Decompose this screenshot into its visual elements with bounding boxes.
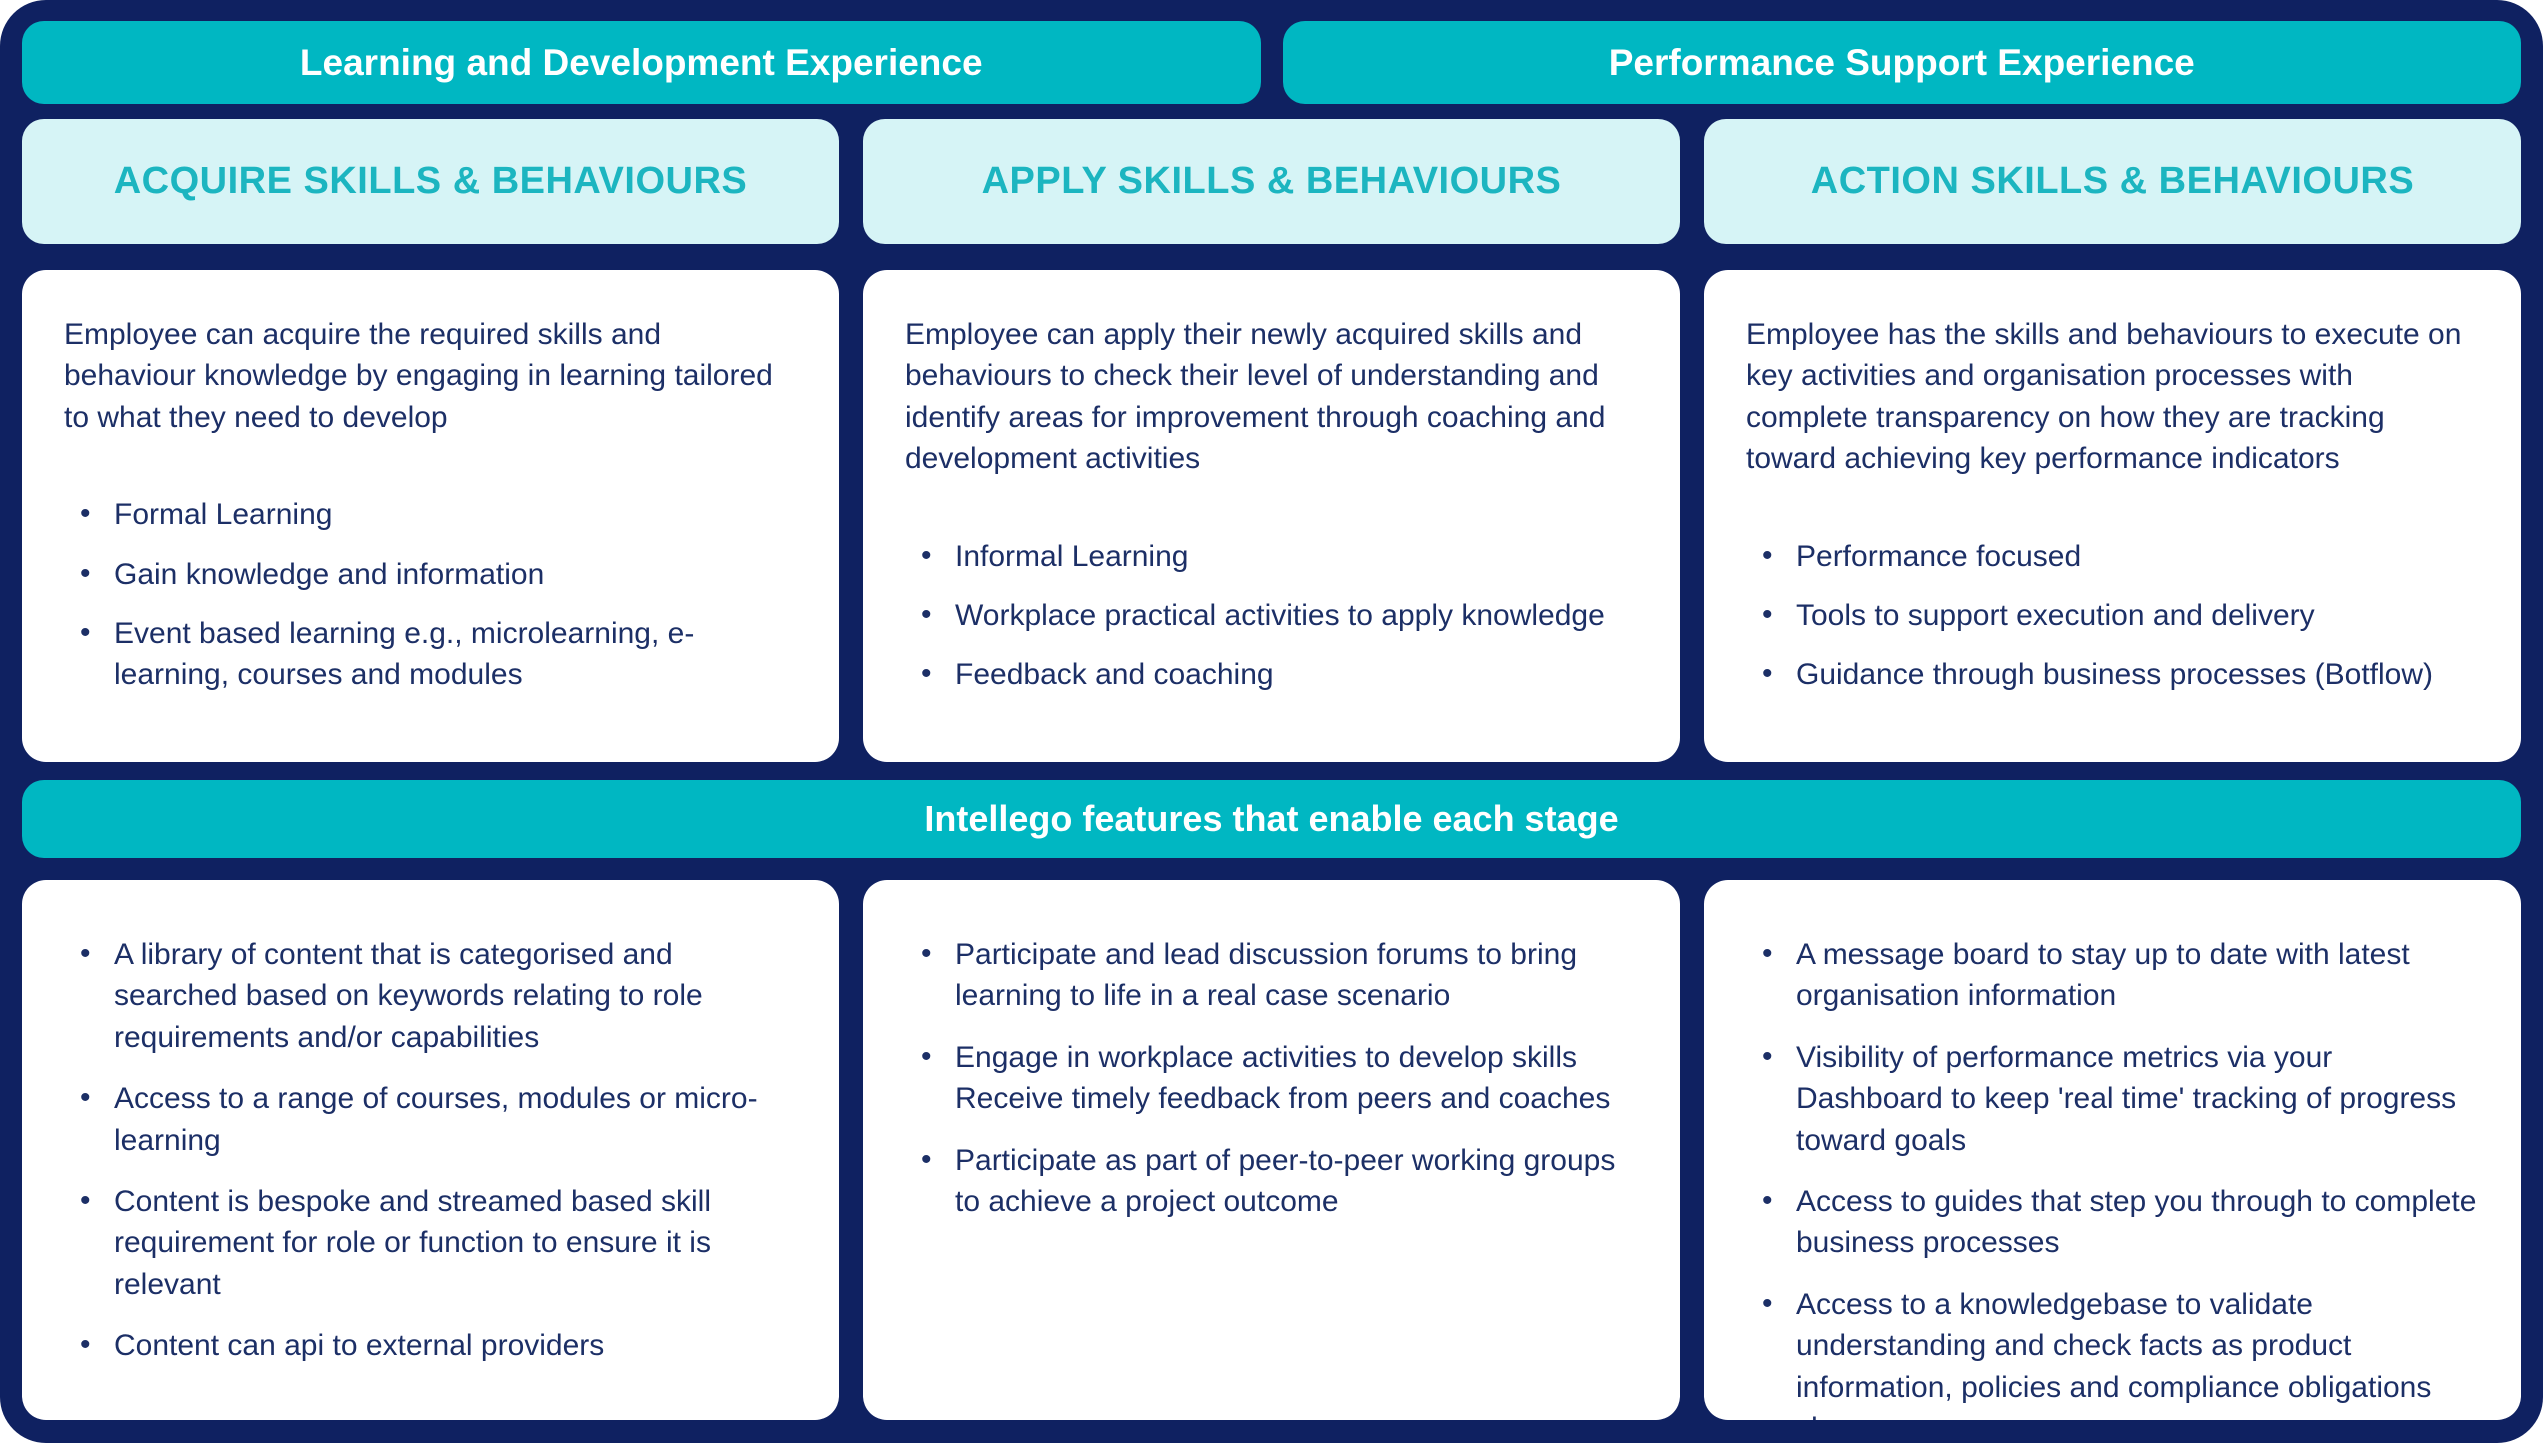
features-bullet-list: A message board to stay up to date with …	[1746, 933, 2479, 1420]
stage-description: Employee has the skills and behaviours t…	[1746, 318, 2462, 476]
stage-header-apply: APPLY SKILLS & BEHAVIOURS	[863, 119, 1680, 244]
header-bar-performance-support-experience: Performance Support Experience	[1282, 21, 2521, 104]
bullet-item: Access to a range of courses, modules or…	[78, 1077, 797, 1161]
stage-bullet-list: Informal Learning Workplace practical ac…	[905, 535, 1638, 696]
stage-description-row: Employee can acquire the required skills…	[22, 270, 2521, 762]
bullet-item: A library of content that is categorised…	[78, 933, 797, 1058]
bullet-item: Event based learning e.g., microlearning…	[78, 612, 797, 696]
stage-description: Employee can acquire the required skills…	[64, 318, 773, 434]
bullet-item: Workplace practical activities to apply …	[919, 594, 1638, 636]
bullet-item: Feedback and coaching	[919, 653, 1638, 695]
stage-header-label: ACQUIRE SKILLS & BEHAVIOURS	[113, 160, 748, 202]
bullet-item: Content is bespoke and streamed based sk…	[78, 1180, 797, 1305]
bullet-item: Participate and lead discussion forums t…	[919, 933, 1638, 1017]
features-bullet-list: Participate and lead discussion forums t…	[905, 933, 1638, 1223]
bullet-item: Visibility of performance metrics via yo…	[1760, 1036, 2479, 1161]
bullet-item: A message board to stay up to date with …	[1760, 933, 2479, 1017]
header-bar-learning-development-experience: Learning and Development Experience	[22, 21, 1261, 104]
stage-card-action: Employee has the skills and behaviours t…	[1704, 270, 2521, 762]
features-card-acquire: A library of content that is categorised…	[22, 880, 839, 1420]
bullet-item: Informal Learning	[919, 535, 1638, 577]
header-bar-label: Learning and Development Experience	[299, 41, 983, 83]
features-card-action: A message board to stay up to date with …	[1704, 880, 2521, 1420]
stage-header-label: APPLY SKILLS & BEHAVIOURS	[981, 160, 1562, 202]
experience-header-row: Learning and Development Experience Perf…	[22, 21, 2521, 104]
stage-description: Employee can apply their newly acquired …	[905, 318, 1606, 476]
stage-header-row: ACQUIRE SKILLS & BEHAVIOURS APPLY SKILLS…	[22, 119, 2521, 244]
bullet-item: Tools to support execution and delivery	[1760, 594, 2479, 636]
stage-bullet-list: Formal Learning Gain knowledge and infor…	[64, 493, 797, 696]
stage-header-label: ACTION SKILLS & BEHAVIOURS	[1810, 160, 2415, 202]
bullet-item: Access to a knowledgebase to validate un…	[1760, 1283, 2479, 1420]
bullet-item: Guidance through business processes (Bot…	[1760, 653, 2479, 695]
stage-header-acquire: ACQUIRE SKILLS & BEHAVIOURS	[22, 119, 839, 244]
bullet-item: Formal Learning	[78, 493, 797, 535]
features-card-apply: Participate and lead discussion forums t…	[863, 880, 1680, 1420]
stage-header-action: ACTION SKILLS & BEHAVIOURS	[1704, 119, 2521, 244]
bullet-item: Participate as part of peer-to-peer work…	[919, 1139, 1638, 1223]
bullet-item: Engage in workplace activities to develo…	[919, 1036, 1638, 1120]
features-row: A library of content that is categorised…	[22, 880, 2521, 1420]
stage-card-apply: Employee can apply their newly acquired …	[863, 270, 1680, 762]
bullet-item: Access to guides that step you through t…	[1760, 1180, 2479, 1264]
header-bar-label: Performance Support Experience	[1608, 41, 2195, 83]
intellego-features-bar: Intellego features that enable each stag…	[22, 780, 2521, 858]
features-bar-label: Intellego features that enable each stag…	[924, 798, 1619, 839]
features-bullet-list: A library of content that is categorised…	[64, 933, 797, 1367]
bullet-item: Gain knowledge and information	[78, 553, 797, 595]
bullet-item: Performance focused	[1760, 535, 2479, 577]
bullet-item: Content can api to external providers	[78, 1324, 797, 1366]
stage-bullet-list: Performance focused Tools to support exe…	[1746, 535, 2479, 696]
stage-card-acquire: Employee can acquire the required skills…	[22, 270, 839, 762]
